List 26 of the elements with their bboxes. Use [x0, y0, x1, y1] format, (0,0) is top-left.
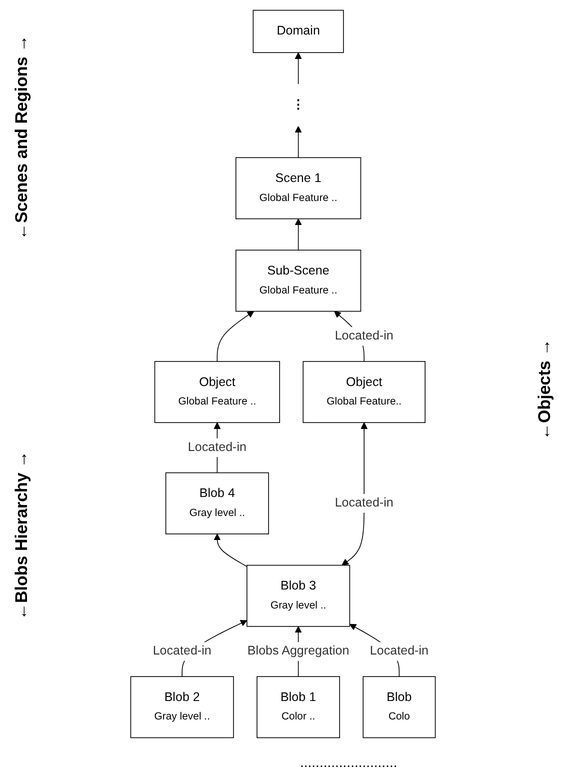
node-box: Object Global Feature..: [302, 361, 426, 423]
node-box: Scene 1 Global Feature ..: [236, 157, 362, 220]
node-text: ⋮: [292, 98, 305, 112]
node-box: Blob 3 Gray level ..: [246, 564, 350, 627]
dotted-line-text: .........................: [300, 754, 398, 770]
edge-label: Located-in: [334, 496, 394, 510]
axis-label: ←Scenes and Regions →: [12, 35, 32, 240]
node-box: Blob 1 Color ..: [256, 676, 340, 738]
axis-label: ←Blobs Hierarchy →: [12, 450, 32, 620]
edge-label: Located-in: [188, 440, 246, 454]
node-box: Blob 4 Gray level ..: [165, 472, 269, 534]
node-box: Sub-Scene Global Feature ..: [236, 250, 362, 312]
arrow: [294, 52, 302, 84]
node-box: Blob 2 Gray level ..: [130, 676, 234, 738]
axis-label: ←Objects →: [535, 338, 555, 440]
edge-label: Located-in: [152, 644, 212, 658]
arrow: [216, 310, 254, 362]
edge-label: Located-in: [334, 329, 394, 343]
node-box: Domain: [252, 10, 344, 53]
arrow: [214, 534, 248, 567]
arrow: [294, 218, 302, 251]
edge-label: Located-in: [370, 644, 428, 658]
arrow: [294, 126, 302, 158]
node-box: Object Global Feature ..: [154, 361, 280, 423]
edge-label: Blobs Aggregation: [247, 644, 350, 658]
node-box: Blob Colo: [362, 676, 436, 738]
